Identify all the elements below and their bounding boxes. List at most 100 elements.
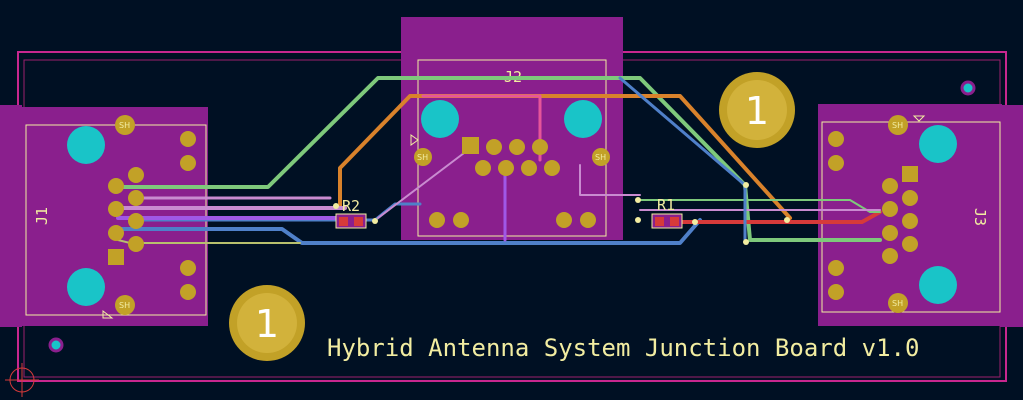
via[interactable] (372, 218, 378, 224)
j1-pad[interactable] (128, 167, 144, 183)
j1-pad[interactable] (128, 213, 144, 229)
j2-pad-1-square[interactable] (462, 137, 479, 154)
j1-pad[interactable] (108, 178, 124, 194)
via[interactable] (635, 217, 641, 223)
r2-pad-1[interactable] (339, 217, 348, 226)
j2-pad[interactable] (580, 212, 596, 228)
origin-marker-icon (5, 363, 39, 397)
j2-pad[interactable] (453, 212, 469, 228)
via[interactable] (743, 239, 749, 245)
mounting-hole-pad (229, 285, 305, 361)
shield-label: SH (417, 153, 428, 162)
shield-labels: SH SH SH SH SH SH (119, 121, 903, 310)
via[interactable] (743, 182, 749, 188)
mounting-hole-right[interactable]: 1 (719, 72, 795, 148)
board-title: Hybrid Antenna System Junction Board v1.… (327, 334, 919, 362)
j3-pad[interactable] (882, 248, 898, 264)
j1-edge-tab (0, 105, 22, 327)
via[interactable] (635, 197, 641, 203)
mounting-hole-inner (237, 293, 297, 353)
j3-shield-pad-bottom[interactable] (888, 293, 908, 313)
j1-pad[interactable] (180, 284, 196, 300)
j1-ref-label: J1 (33, 207, 51, 225)
j1-pad[interactable] (180, 131, 196, 147)
shield-label: SH (595, 153, 606, 162)
j3-pad[interactable] (902, 213, 918, 229)
connector-j2[interactable]: J2 (401, 17, 623, 240)
track-lavender-diag (377, 149, 469, 219)
j3-edge-tab (1000, 105, 1023, 327)
j1-pin1-marker (102, 309, 114, 319)
j3-pad[interactable] (902, 190, 918, 206)
j3-pad[interactable] (828, 284, 844, 300)
j2-pad[interactable] (544, 160, 560, 176)
j3-pad[interactable] (902, 236, 918, 252)
track-pink-j2 (421, 94, 542, 162)
j3-pad[interactable] (882, 225, 898, 241)
j1-pad[interactable] (128, 236, 144, 252)
j2-mount-hole-left (421, 100, 459, 138)
j2-shield-pad-right[interactable] (592, 148, 610, 166)
mounting-hole-pad (719, 72, 795, 148)
mounting-hole-left[interactable]: 1 (229, 285, 305, 361)
j1-pad[interactable] (180, 155, 196, 171)
j1-mount-hole-bottom (67, 268, 105, 306)
via[interactable] (784, 217, 790, 223)
track-lavender-j2-right (579, 164, 641, 196)
j1-pads (108, 115, 196, 315)
j1-pad[interactable] (128, 190, 144, 206)
shield-label: SH (892, 299, 903, 308)
j2-mount-hole-right (564, 100, 602, 138)
j1-pad[interactable] (108, 201, 124, 217)
track-layer (115, 76, 882, 245)
j2-silk-outline (417, 59, 607, 237)
j2-pad[interactable] (486, 139, 502, 155)
j3-mount-hole-bottom (919, 266, 957, 304)
track-red (678, 210, 882, 224)
j2-pad[interactable] (521, 160, 537, 176)
j1-pad[interactable] (180, 260, 196, 276)
j3-shield-pad-top[interactable] (888, 115, 908, 135)
j3-pin1-marker (912, 115, 926, 122)
shield-label: SH (119, 301, 130, 310)
j1-pad[interactable] (108, 225, 124, 241)
track-orange (338, 94, 792, 220)
resistor-r1[interactable]: R1 (651, 196, 683, 229)
j3-pad[interactable] (882, 178, 898, 194)
j2-pad[interactable] (498, 160, 514, 176)
fiducial-top-right (960, 80, 976, 96)
j1-shield-pad-top[interactable] (115, 115, 135, 135)
j3-pad[interactable] (882, 201, 898, 217)
fiducial-bottom-left (48, 337, 64, 353)
via[interactable] (692, 219, 698, 225)
via[interactable] (333, 203, 339, 209)
track-green (116, 76, 882, 242)
r1-ref-label: R1 (657, 196, 675, 214)
j2-pad[interactable] (532, 139, 548, 155)
j3-pad[interactable] (828, 260, 844, 276)
r2-pad-2[interactable] (354, 217, 363, 226)
j2-pad[interactable] (475, 160, 491, 176)
resistor-r2[interactable]: R2 (335, 197, 367, 229)
shield-label: SH (119, 121, 130, 130)
vias (333, 182, 790, 245)
mounting-hole-label: 1 (255, 302, 279, 346)
j2-pad[interactable] (509, 139, 525, 155)
j2-pad[interactable] (556, 212, 572, 228)
j1-pad-1-square[interactable] (108, 249, 124, 265)
j3-pad[interactable] (828, 131, 844, 147)
j3-silk-outline (821, 121, 1001, 313)
r1-pad-2[interactable] (670, 217, 679, 226)
j1-shield-pad-bottom[interactable] (115, 295, 135, 315)
mounting-hole-label: 1 (745, 89, 769, 133)
j3-pad[interactable] (828, 155, 844, 171)
j2-pad[interactable] (429, 212, 445, 228)
j3-pad-1-square[interactable] (902, 166, 918, 182)
j2-shield-pad-left[interactable] (414, 148, 432, 166)
j3-mount-hole-top (919, 125, 957, 163)
track-blue-wide (116, 218, 702, 245)
connector-j3[interactable]: J3 (818, 104, 1023, 327)
r1-pad-1[interactable] (655, 217, 664, 226)
r2-ref-label: R2 (342, 197, 360, 215)
